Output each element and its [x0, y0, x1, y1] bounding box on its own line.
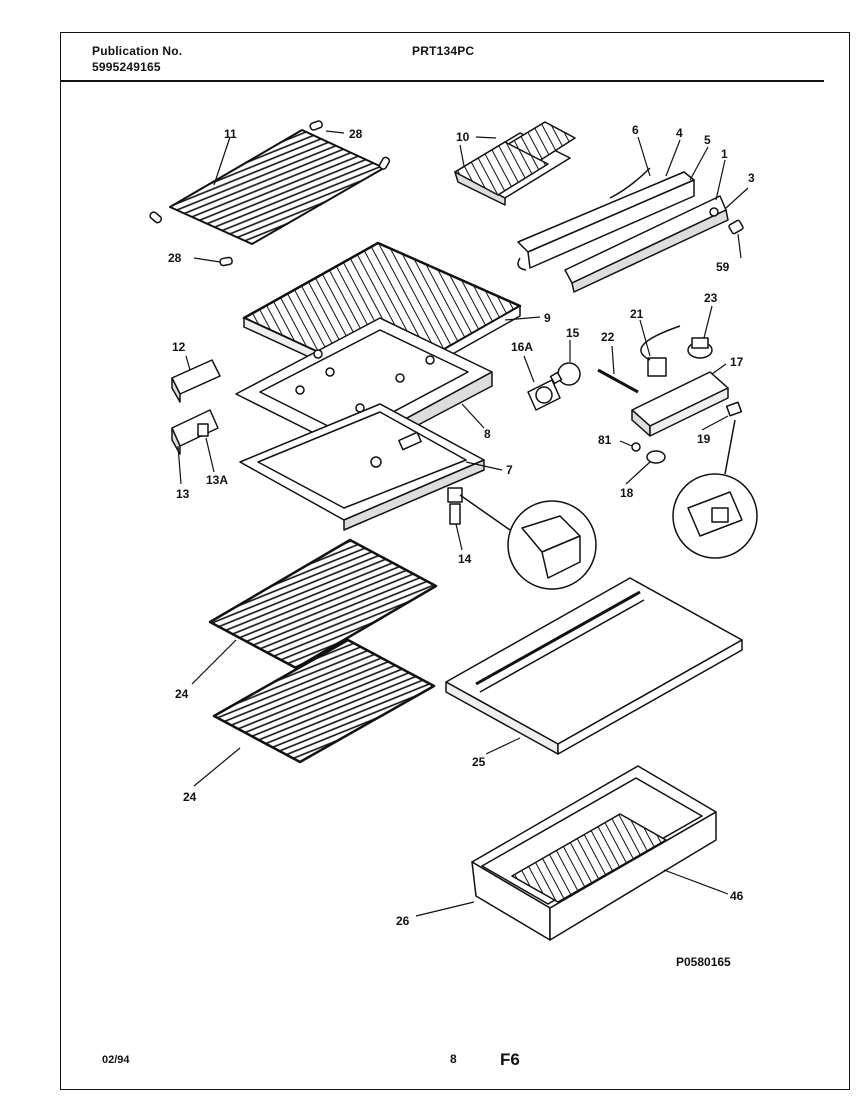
evaporator-rail-assembly: [517, 167, 729, 293]
control-housing-17: [631, 371, 729, 437]
screw-81: [631, 442, 641, 452]
damper-14: [447, 487, 463, 525]
publication-label: Publication No.: [92, 44, 183, 58]
crisper-cover-25: [445, 577, 743, 755]
callout-1: 1: [721, 147, 728, 161]
egg-bucket-13: [171, 409, 219, 455]
thermostat-21: [640, 325, 681, 377]
callout-10: 10: [456, 130, 470, 144]
callout-14: 14: [458, 552, 472, 566]
callout-21: 21: [630, 307, 644, 321]
model-number: PRT134PC: [412, 44, 475, 58]
callout-28-left: 28: [168, 251, 182, 265]
wire-shelf-24-upper: [208, 538, 438, 670]
wire-shelf-24-lower: [212, 638, 436, 764]
inset-switch-detail: [672, 419, 758, 559]
callout-24-lower: 24: [183, 790, 197, 804]
callout-23: 23: [704, 291, 718, 305]
ice-tray-10: [454, 121, 576, 206]
callout-17: 17: [730, 355, 744, 369]
shelf-support-28: [149, 120, 391, 267]
callout-16A: 16A: [511, 340, 533, 354]
callout-28-top: 28: [349, 127, 363, 141]
callout-15: 15: [566, 326, 580, 340]
callout-13: 13: [176, 487, 190, 501]
callout-24-upper: 24: [175, 687, 189, 701]
callout-22: 22: [601, 330, 615, 344]
shelf-base-7: [239, 403, 485, 531]
drawing-id: P0580165: [676, 955, 731, 969]
callout-5: 5: [704, 133, 711, 147]
callout-12: 12: [172, 340, 186, 354]
callout-46: 46: [730, 889, 744, 903]
light-switch-19: [725, 401, 743, 417]
freezer-wire-shelf-11: [169, 129, 385, 245]
header-rule: [60, 80, 824, 82]
callout-19: 19: [697, 432, 711, 446]
publication-number: 5995249165: [92, 60, 161, 74]
callout-13A: 13A: [206, 473, 228, 487]
footer-section: F6: [500, 1050, 520, 1069]
light-socket-16A: [527, 379, 561, 411]
knob-18: [646, 450, 666, 464]
callout-3: 3: [748, 171, 755, 185]
egg-bucket-12: [171, 359, 221, 403]
callout-81: 81: [598, 433, 612, 447]
inset-damper-detail: [459, 494, 597, 590]
footer-page: 8: [450, 1052, 457, 1066]
control-knob-23: [687, 337, 713, 359]
callout-11: 11: [224, 127, 237, 141]
callout-18: 18: [620, 486, 634, 500]
light-bulb-15: [549, 362, 581, 386]
callout-7: 7: [506, 463, 513, 477]
callout-8: 8: [484, 427, 491, 441]
control-rod-22: [597, 368, 639, 394]
callout-6: 6: [632, 123, 639, 137]
callout-9: 9: [544, 311, 551, 325]
callout-4: 4: [676, 126, 683, 140]
screw-59: [709, 207, 744, 235]
callout-25: 25: [472, 755, 486, 769]
callout-26: 26: [396, 914, 410, 928]
leader-lines: [177, 130, 749, 917]
footer-date: 02/94: [102, 1054, 130, 1066]
callout-59: 59: [716, 260, 730, 274]
page-frame: [60, 32, 850, 1090]
crisper-pan-26: [471, 765, 717, 941]
